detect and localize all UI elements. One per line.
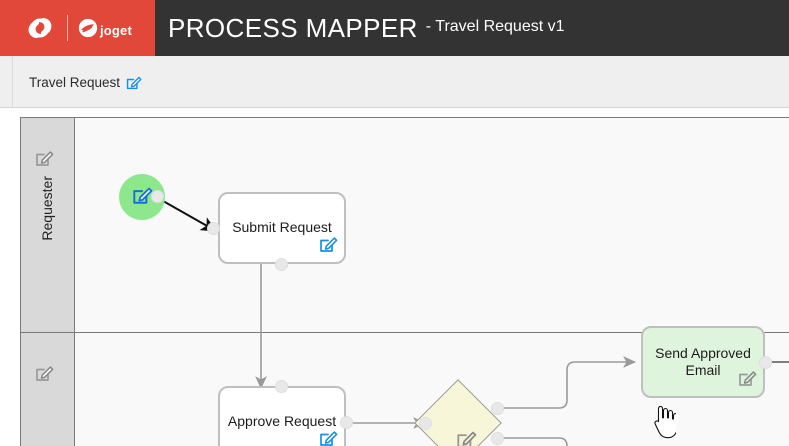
exclusive-gateway-node[interactable] xyxy=(414,379,502,446)
edit-pencil-icon[interactable] xyxy=(737,368,757,393)
task-approve-request[interactable]: Approve Request xyxy=(218,386,346,446)
tab-strip: Travel Request xyxy=(0,56,789,108)
submit-task-port-bottom[interactable] xyxy=(275,258,288,271)
flow-start-to-submit[interactable] xyxy=(155,196,218,232)
brand-area[interactable]: joget xyxy=(0,0,155,56)
flow-gateway-to-bottom-task[interactable] xyxy=(493,437,568,446)
page-title-sub: - Travel Request v1 xyxy=(425,18,565,35)
app-header: joget PROCESS MAPPER - Travel Request v1 xyxy=(0,0,789,56)
gateway-port-left[interactable] xyxy=(419,417,432,430)
task-submit-request[interactable]: Submit Request xyxy=(218,192,346,264)
joget-wordmark: joget xyxy=(99,23,133,38)
pointer-hand-cursor xyxy=(650,405,679,445)
lane-header-requester[interactable]: Requester xyxy=(21,118,75,332)
chain-link-icon xyxy=(23,11,57,45)
task-label: Send Approved Email xyxy=(655,344,751,379)
process-pool[interactable]: Requester xyxy=(20,117,789,446)
page-title-main: PROCESS MAPPER xyxy=(168,12,418,43)
edit-pencil-icon[interactable] xyxy=(318,234,338,259)
gateway-port-right-top[interactable] xyxy=(491,402,504,415)
edit-pencil-icon[interactable] xyxy=(34,148,54,173)
lane-approver[interactable] xyxy=(21,333,789,446)
edit-pencil-icon[interactable] xyxy=(455,428,477,446)
edit-pencil-icon[interactable] xyxy=(125,74,142,91)
task-label: Submit Request xyxy=(232,219,332,236)
joget-mark-icon xyxy=(78,18,98,38)
brand-divider xyxy=(66,15,68,41)
task-send-approved-email[interactable]: Send Approved Email xyxy=(641,326,765,398)
edit-pencil-icon[interactable] xyxy=(131,184,153,211)
edit-pencil-icon[interactable] xyxy=(318,428,338,446)
tab-travel-request[interactable]: Travel Request xyxy=(12,56,156,108)
tab-label: Travel Request xyxy=(29,74,121,90)
process-canvas[interactable]: Requester xyxy=(0,109,789,446)
task-label: Approve Request xyxy=(227,413,337,430)
joget-logo: joget xyxy=(78,18,132,38)
flow-gateway-to-send-email[interactable] xyxy=(493,356,636,409)
send-email-port-right[interactable] xyxy=(759,356,772,369)
approve-task-port-top[interactable] xyxy=(275,380,288,393)
edit-pencil-icon[interactable] xyxy=(34,363,54,388)
submit-task-port-left[interactable] xyxy=(207,222,220,235)
page-title: PROCESS MAPPER - Travel Request v1 xyxy=(155,0,565,56)
lane-header-approver[interactable] xyxy=(21,333,75,446)
approve-task-port-right[interactable] xyxy=(340,416,353,429)
gateway-port-right-bottom[interactable] xyxy=(491,432,504,445)
start-event-port[interactable] xyxy=(151,190,164,203)
lane-requester[interactable]: Requester xyxy=(21,118,789,333)
